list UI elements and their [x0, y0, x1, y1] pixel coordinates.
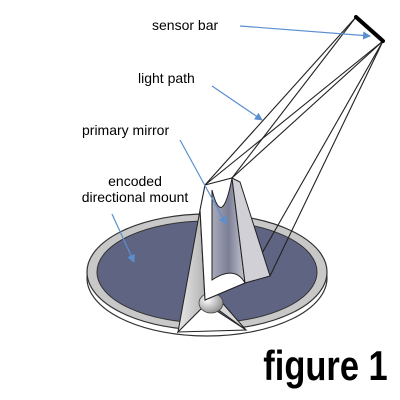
primary-mirror	[199, 177, 271, 301]
beam-line	[204, 16, 357, 186]
sensor-bar-label: sensor bar	[152, 17, 219, 33]
beam-line	[231, 40, 384, 179]
stand-base-face	[176, 303, 248, 333]
beam-line	[244, 40, 384, 284]
beam-line	[231, 16, 357, 179]
mount-label-line-1: encoded	[108, 173, 162, 189]
light-path-label: light path	[138, 70, 195, 86]
mirror-edge	[231, 177, 271, 284]
primary-mirror-label: primary mirror	[82, 122, 170, 138]
light-path-arrow	[211, 85, 263, 121]
sensor-bar	[354, 15, 385, 43]
sensor-bar-arrow	[239, 25, 371, 40]
light-path-beams	[204, 16, 384, 284]
directional-mount-label: encoded directional mount	[60, 173, 210, 205]
figure-label: figure 1	[263, 342, 388, 389]
annotation-arrows	[111, 25, 371, 263]
mount-label-line-2: directional mount	[81, 189, 189, 205]
beam-line	[204, 40, 384, 186]
primary-mirror-arrow	[179, 139, 227, 225]
mount-arrow	[111, 213, 135, 263]
beam-line	[269, 40, 384, 277]
